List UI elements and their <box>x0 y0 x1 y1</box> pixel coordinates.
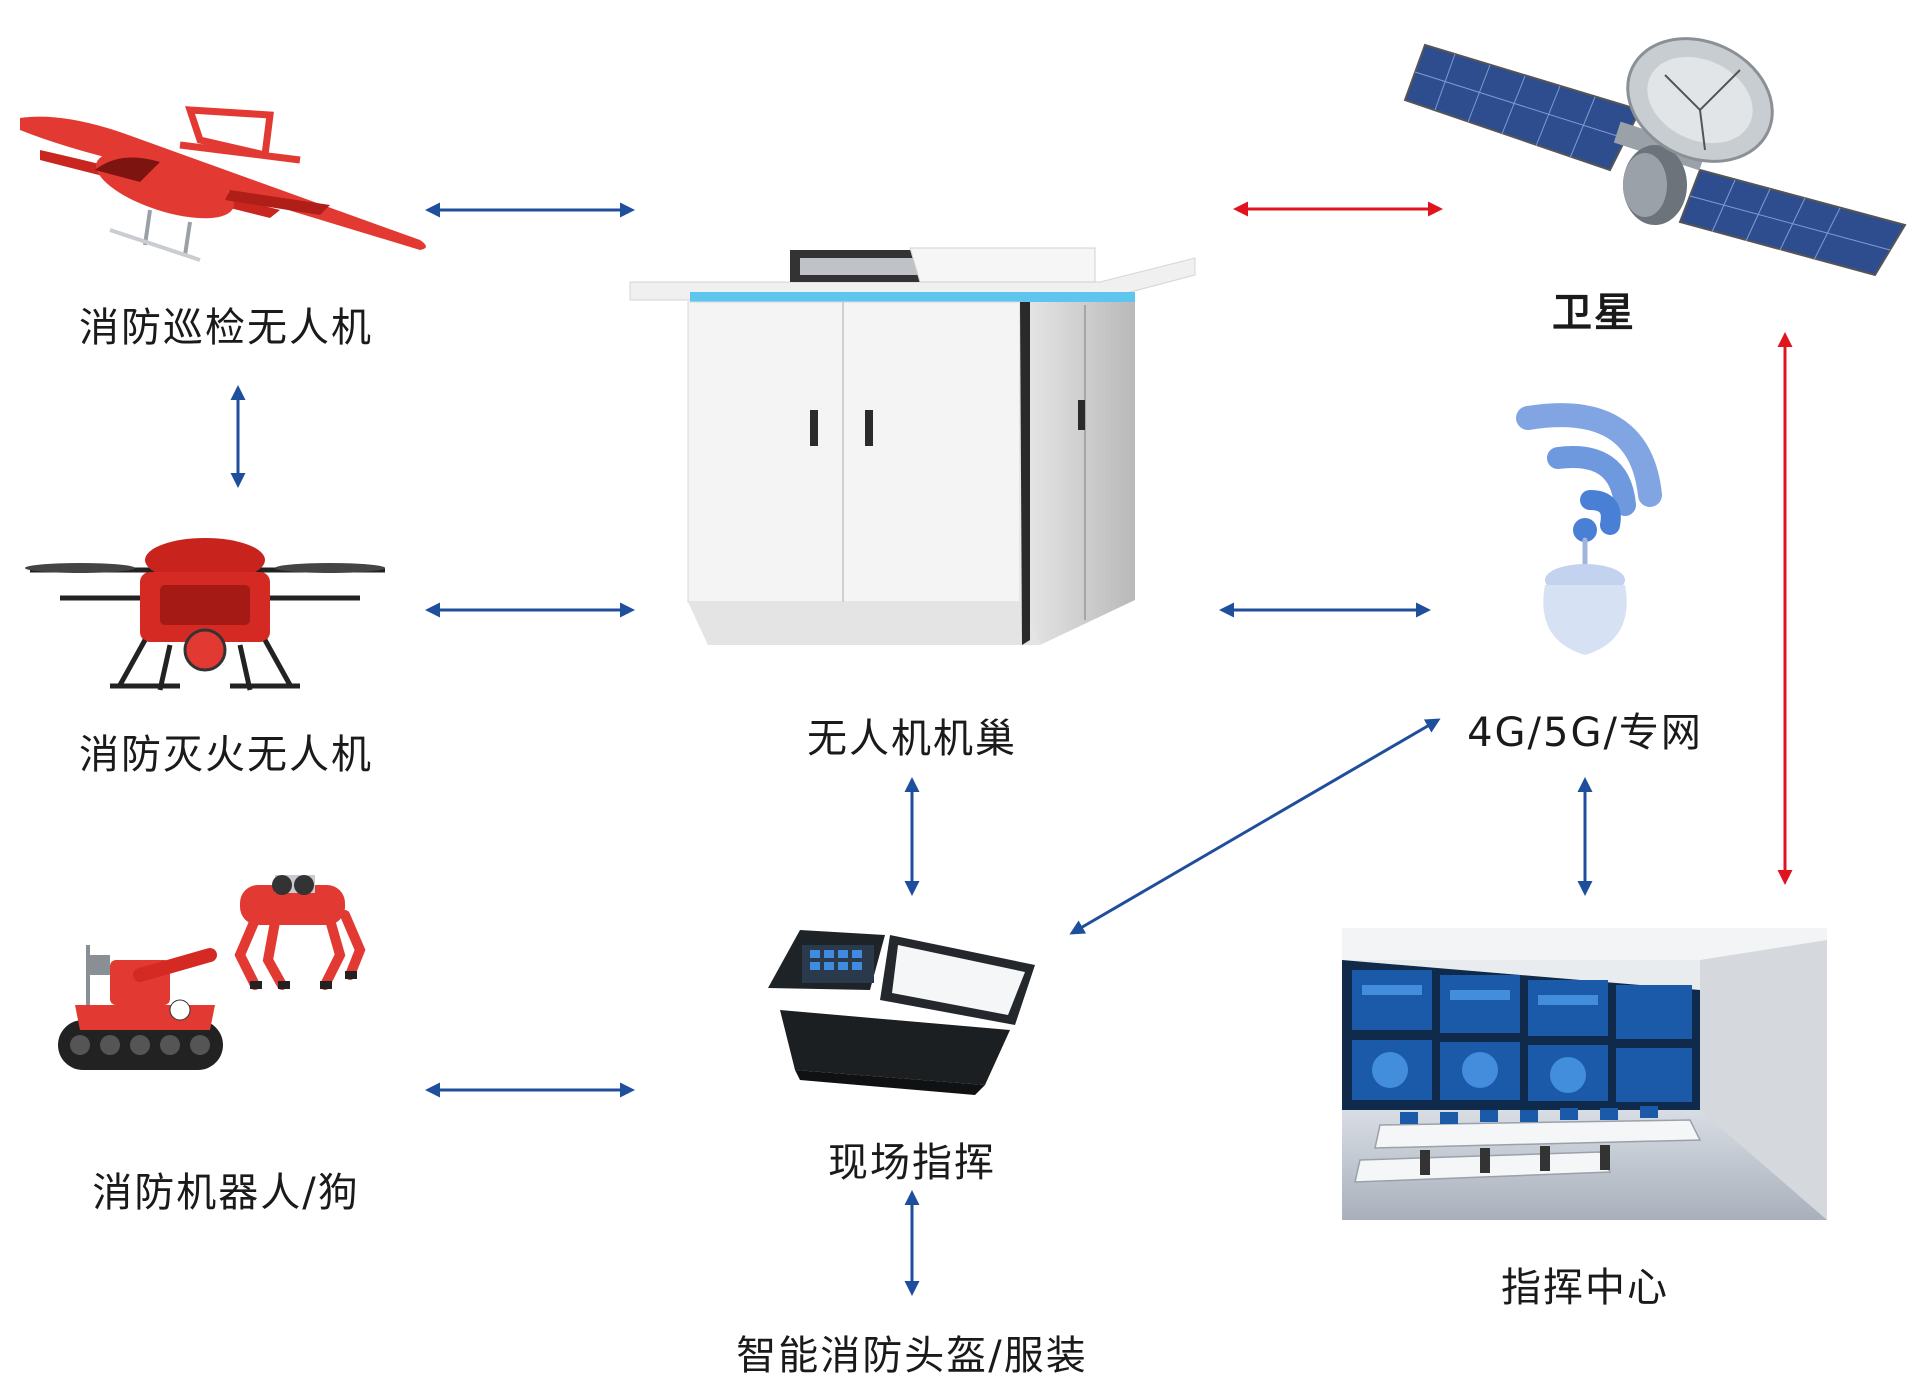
label-satellite: 卫星 <box>1552 290 1636 336</box>
fixed-wing-drone-icon <box>20 106 426 262</box>
field-command-case-icon <box>768 930 1035 1095</box>
label-field-command: 现场指挥 <box>828 1140 996 1186</box>
drone-nest-cabinet-icon <box>629 247 1196 645</box>
arrow-network-field <box>1069 718 1441 935</box>
label-fire-drone: 消防灭火无人机 <box>79 732 373 778</box>
label-helmet: 智能消防头盔/服装 <box>736 1333 1088 1379</box>
label-robot-dog: 消防机器人/狗 <box>92 1170 360 1216</box>
wifi-tower-icon <box>1516 403 1662 655</box>
label-patrol-drone: 消防巡检无人机 <box>79 305 373 351</box>
label-drone-nest: 无人机机巢 <box>807 716 1017 762</box>
label-network: 4G/5G/专网 <box>1467 710 1703 756</box>
satellite-icon <box>1403 37 1907 277</box>
quadcopter-icon <box>25 538 385 691</box>
robot-dog-icon <box>234 875 366 990</box>
label-command-center: 指挥中心 <box>1501 1265 1669 1311</box>
command-center-icon <box>1342 928 1827 1220</box>
arrows <box>230 201 1793 1296</box>
fire-robot-icon <box>58 945 223 1070</box>
